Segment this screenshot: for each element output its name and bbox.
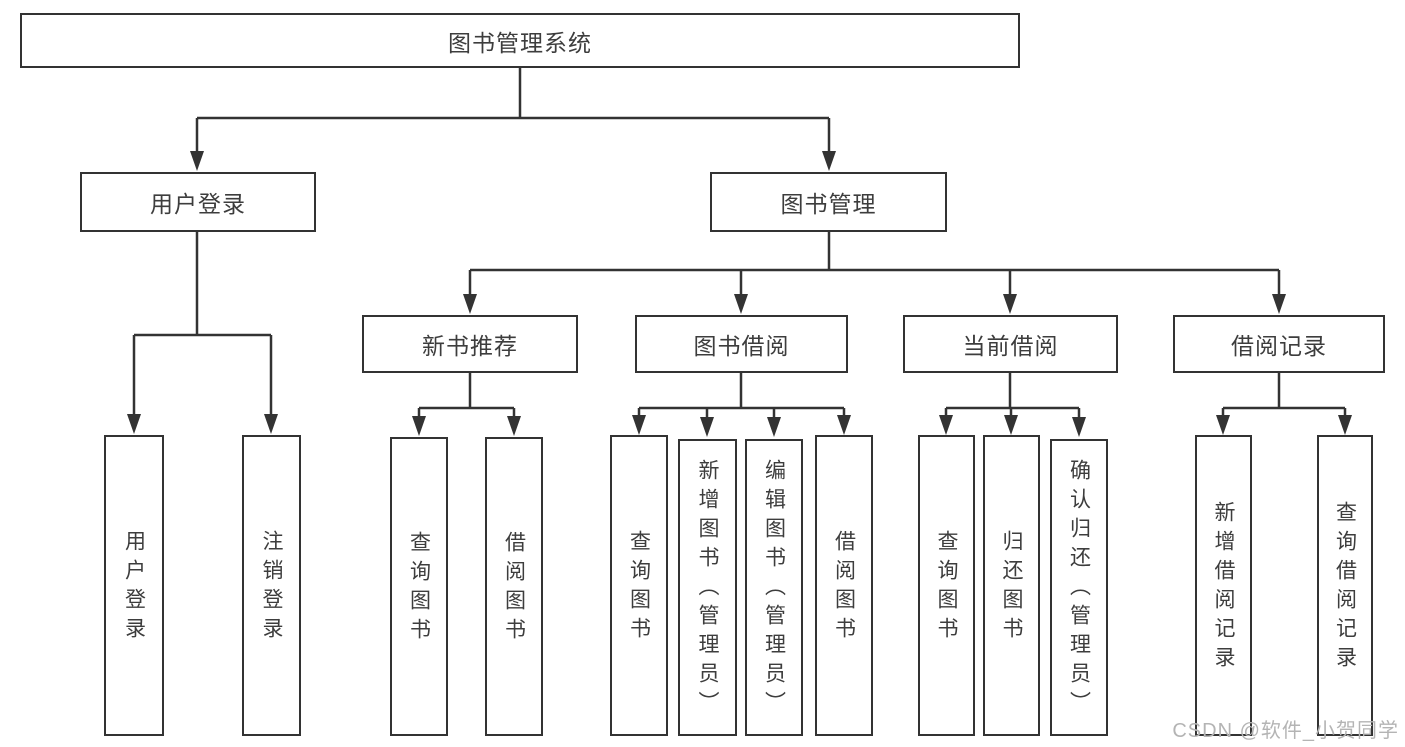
connector-root-to-level2 [195, 68, 831, 153]
arrowhead [837, 415, 851, 435]
arrowhead [700, 417, 714, 437]
connector-bookmgmt-to-level3 [468, 232, 1281, 297]
leaf-newrec-borrow-books: 借阅图书 [485, 437, 543, 736]
node-label: 查询图书 [935, 529, 958, 646]
node-label: 图书管理系统 [448, 29, 592, 56]
node-label: 借阅图书 [832, 529, 856, 646]
leaf-borrow-query-books: 查询图书 [610, 435, 668, 736]
connector-userlogin-to-leaves [132, 232, 273, 417]
node-label: 确认归还（管理员） [1067, 459, 1091, 720]
arrowhead [127, 414, 141, 434]
arrowhead [1004, 415, 1018, 435]
arrowhead [822, 151, 836, 171]
leaf-current-return-books: 归还图书 [983, 435, 1040, 736]
arrowhead [463, 294, 477, 314]
leaf-borrow-edit-books-admin: 编辑图书（管理员） [745, 439, 803, 736]
node-label: 用户登录 [122, 529, 146, 646]
node-label: 查询图书 [407, 530, 431, 647]
node-book-management: 图书管理 [710, 172, 947, 232]
node-label: 查询图书 [627, 529, 651, 646]
node-label: 新书推荐 [422, 333, 518, 359]
node-label: 归还图书 [1000, 529, 1023, 646]
csdn-watermark: CSDN @软件_小贺同学 [1172, 720, 1399, 742]
node-label: 借阅记录 [1231, 333, 1327, 359]
arrowhead [1003, 294, 1017, 314]
connector-newrec-to-leaves [417, 373, 516, 420]
leaf-records-add-record: 新增借阅记录 [1195, 435, 1252, 736]
node-label: 用户登录 [150, 191, 246, 217]
leaf-logout: 注销登录 [242, 435, 301, 736]
leaf-current-confirm-return-admin: 确认归还（管理员） [1050, 439, 1108, 736]
node-label: 新增图书（管理员） [696, 459, 719, 720]
node-root: 图书管理系统 [20, 13, 1020, 68]
node-user-login-group: 用户登录 [80, 172, 316, 232]
node-label: 当前借阅 [962, 333, 1059, 359]
connector-paths [132, 68, 1347, 422]
arrowhead [1272, 294, 1286, 314]
node-label: 借阅图书 [502, 530, 526, 647]
node-label: 图书借阅 [693, 333, 790, 359]
connector-records-to-leaves [1221, 373, 1347, 420]
node-borrow-records: 借阅记录 [1173, 315, 1385, 373]
arrowhead [1072, 417, 1086, 437]
arrowhead [412, 416, 426, 436]
node-label: 编辑图书（管理员） [762, 459, 786, 720]
node-book-borrow: 图书借阅 [635, 315, 848, 373]
connector-current-to-leaves [944, 373, 1081, 422]
arrowheads [127, 151, 1352, 437]
arrowhead [264, 414, 278, 434]
arrowhead [767, 417, 781, 437]
arrowhead [734, 294, 748, 314]
node-current-borrow: 当前借阅 [903, 315, 1118, 373]
leaf-user-login: 用户登录 [104, 435, 164, 736]
node-label: 新增借阅记录 [1212, 500, 1235, 675]
node-label: 查询借阅记录 [1333, 500, 1357, 675]
arrowhead [1338, 415, 1352, 435]
leaf-newrec-query-books: 查询图书 [390, 437, 448, 736]
node-label: 图书管理 [780, 191, 877, 217]
arrowhead [190, 151, 204, 171]
node-label: 注销登录 [260, 529, 283, 646]
connector-borrow-to-leaves [637, 373, 846, 422]
arrowhead [632, 415, 646, 435]
arrowhead [1216, 415, 1230, 435]
leaf-records-query-record: 查询借阅记录 [1317, 435, 1373, 736]
leaf-current-query-books: 查询图书 [918, 435, 975, 736]
node-new-book-recommend: 新书推荐 [362, 315, 578, 373]
leaf-borrow-borrow-books: 借阅图书 [815, 435, 873, 736]
arrowhead [507, 416, 521, 436]
leaf-borrow-add-books-admin: 新增图书（管理员） [678, 439, 737, 736]
arrowhead [939, 415, 953, 435]
